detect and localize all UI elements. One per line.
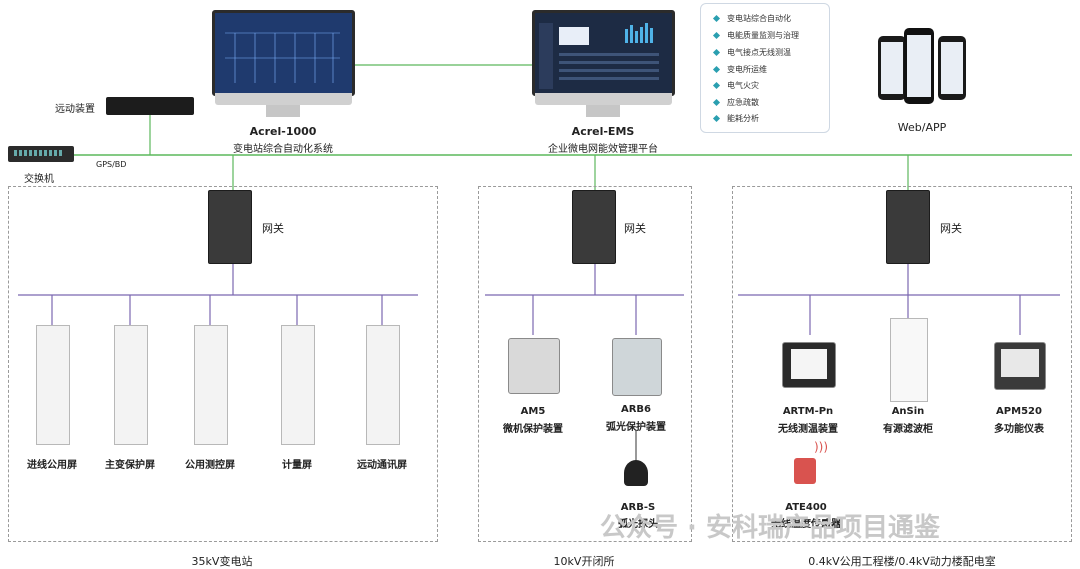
- feature-item: 电能质量监测与治理: [714, 30, 799, 41]
- monitor-stand: [266, 105, 300, 117]
- feature-item: 能耗分析: [714, 113, 759, 124]
- network-switch: [8, 146, 74, 162]
- feature-item: 电气火灾: [714, 80, 759, 91]
- ate400-sensor: [794, 458, 816, 484]
- zone-04kv: [732, 186, 1072, 542]
- monitor-chin: [215, 93, 352, 105]
- ems-desc: 企业微电网能效管理平台: [548, 144, 658, 155]
- monitor-stand: [586, 105, 620, 117]
- watermark-text: 公众号 · 安科瑞产品项目通鉴: [600, 513, 940, 543]
- ate400-desc: 无线温度传感器: [771, 519, 841, 530]
- phone-center: [904, 28, 934, 104]
- remote-device-label: 远动装置: [55, 104, 95, 115]
- apm520-name: APM520: [996, 406, 1042, 417]
- am5-device: [508, 338, 560, 394]
- monitor-acrel1000: [212, 10, 355, 96]
- gateway-label: 网关: [262, 222, 284, 235]
- remote-device: [106, 97, 194, 115]
- artm-pn-device: [782, 342, 836, 388]
- web-app-label: Web/APP: [897, 121, 947, 134]
- arc-probe: [624, 460, 648, 486]
- feature-item: 应急疏散: [714, 97, 759, 108]
- monitor-chin: [535, 93, 672, 105]
- cabinet: [281, 325, 315, 445]
- am5-desc: 微机保护装置: [503, 424, 563, 435]
- ansin-cabinet: [890, 318, 928, 402]
- zone1-title: 35kV变电站: [191, 555, 253, 568]
- gateway-label: 网关: [624, 222, 646, 235]
- ansin-name: AnSin: [891, 406, 925, 417]
- zone2-title: 10kV开闭所: [553, 555, 615, 568]
- cabinet: [194, 325, 228, 445]
- apm520-device: [994, 342, 1046, 390]
- gps-label: GPS/BD: [96, 160, 127, 169]
- cabinet: [366, 325, 400, 445]
- gateway-device: [886, 190, 930, 264]
- zone-10kv: [478, 186, 692, 542]
- ems-name: Acrel-EMS: [571, 125, 635, 138]
- zone-35kv: [8, 186, 438, 542]
- gateway-device: [572, 190, 616, 264]
- arb-s-desc: 弧光探头: [618, 519, 658, 530]
- arb-s-name: ARB-S: [620, 502, 656, 513]
- arb6-device: [612, 338, 662, 396]
- acrel1000-desc: 变电站综合自动化系统: [233, 144, 333, 155]
- arb6-name: ARB6: [620, 404, 652, 415]
- cabinet-label: 主变保护屏: [105, 460, 155, 471]
- scada-screen-graphic: [225, 32, 340, 83]
- phone-left: [878, 36, 906, 100]
- cabinet-label: 远动通讯屏: [357, 460, 407, 471]
- feature-item: 变电站综合自动化: [714, 13, 791, 24]
- switch-label: 交换机: [24, 174, 54, 185]
- monitor-acrel-ems: [532, 10, 675, 96]
- artm-pn-desc: 无线测温装置: [778, 424, 838, 435]
- cabinet-label: 计量屏: [282, 460, 312, 471]
- am5-name: AM5: [520, 406, 546, 417]
- acrel1000-name: Acrel-1000: [249, 125, 317, 138]
- cabinet-label: 公用测控屏: [185, 460, 235, 471]
- ems-screen-graphic: [539, 23, 659, 89]
- gateway-device: [208, 190, 252, 264]
- cabinet: [36, 325, 70, 445]
- zone3-title: 0.4kV公用工程楼/0.4kV动力楼配电室: [808, 555, 996, 568]
- ate400-name: ATE400: [785, 502, 827, 513]
- cabinet: [114, 325, 148, 445]
- feature-item: 电气接点无线测温: [714, 47, 791, 58]
- apm520-desc: 多功能仪表: [994, 424, 1044, 435]
- artm-pn-name: ARTM-Pn: [782, 406, 834, 417]
- gateway-label: 网关: [940, 222, 962, 235]
- ansin-desc: 有源滤波柜: [883, 424, 933, 435]
- wireless-icon: ))): [814, 440, 829, 454]
- arb6-desc: 弧光保护装置: [606, 422, 666, 433]
- phone-right: [938, 36, 966, 100]
- cabinet-label: 进线公用屏: [27, 460, 77, 471]
- feature-item: 变电所运维: [714, 64, 767, 75]
